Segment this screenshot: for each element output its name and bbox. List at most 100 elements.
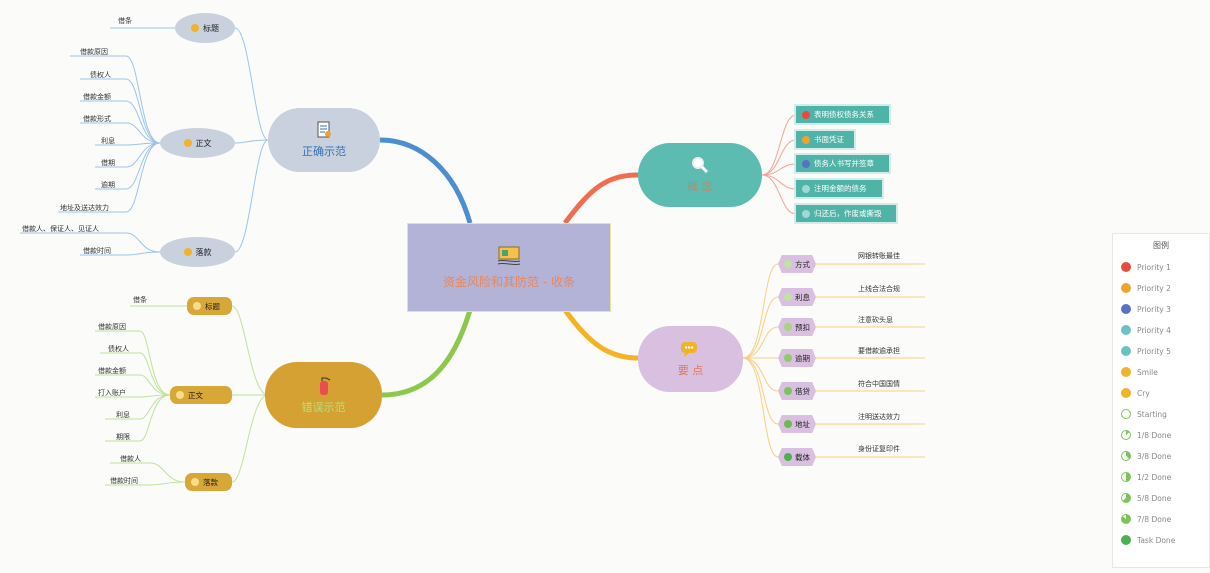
cry-icon [193,302,201,310]
five-eighths-done-icon [784,387,792,395]
points-text-6[interactable]: 身份证复印件 [858,445,900,453]
branch-correct-node[interactable]: 正确示范 [268,108,380,172]
legend-item-priority-1: Priority 1 [1121,262,1171,272]
legend-item-smile: Smile [1121,367,1158,377]
concept-item-2[interactable]: 债务人书写并签章 [796,155,889,172]
priority-4-icon [1121,325,1131,335]
leaf-wrong-body-5[interactable]: 期限 [116,433,130,441]
leaf-correct-body-6[interactable]: 逾期 [101,181,115,189]
leaf-wrong-body-0[interactable]: 借款原因 [98,323,126,331]
leaf-correct-body-4[interactable]: 利息 [101,137,115,145]
wrong-sub-title[interactable]: 标题 [187,297,232,315]
legend-title: 图例 [1153,241,1169,250]
half-done-icon [784,354,792,362]
leaf-wrong-body-2[interactable]: 借款金额 [98,367,126,375]
smile-icon [183,139,192,147]
points-text-1[interactable]: 上线合法合规 [858,285,900,293]
points-tag-2[interactable]: 预扣 [778,318,816,336]
leaf-correct-title-0[interactable]: 借条 [118,17,132,25]
leaf-correct-body-2[interactable]: 借款金额 [83,93,111,101]
legend-item-3-8-done: 3/8 Done [1121,451,1171,461]
points-text-3[interactable]: 要借款逾承担 [858,347,900,355]
priority-1-icon [1121,262,1131,272]
priority-2-icon [1121,283,1131,293]
leaf-correct-sign-0[interactable]: 借款人、保证人、见证人 [22,225,99,233]
branch-wrong-label: 错误示范 [301,401,346,414]
correct-sub-body[interactable]: 正文 [160,128,235,158]
smile-icon [191,24,199,32]
legend-item-1-8-done: 1/8 Done [1121,430,1171,440]
starting-icon [1121,409,1131,419]
points-tag-0[interactable]: 方式 [778,255,816,273]
seven-eighths-done-icon [784,420,792,428]
branch-correct-label: 正确示范 [302,145,346,158]
points-tag-4[interactable]: 借贷 [778,382,816,400]
concept-item-3[interactable]: 注明金额的债务 [796,180,882,197]
points-text-0[interactable]: 网银转账最佳 [858,252,900,260]
branch-concept-node[interactable]: 概 念 [638,143,762,207]
task-done-icon [1121,535,1131,545]
three-eighths-done-icon [1121,451,1131,461]
leaf-wrong-body-3[interactable]: 打入账户 [98,389,126,397]
one-eighth-done-icon [784,293,792,301]
legend-item-priority-2: Priority 2 [1121,283,1171,293]
points-text-5[interactable]: 注明送达效力 [858,413,900,421]
leaf-correct-body-7[interactable]: 地址及送达效力 [60,204,109,212]
leaf-correct-body-1[interactable]: 债权人 [90,71,111,79]
money-icon [497,246,521,266]
concept-item-0[interactable]: 表明债权债务关系 [796,106,889,123]
seven-eighths-done-icon [1121,514,1131,524]
magnifier-icon [692,157,709,174]
priority-1-icon [802,110,810,119]
points-text-2[interactable]: 注意砍头息 [858,316,893,324]
correct-sub-title[interactable]: 标题 [175,13,235,43]
central-topic[interactable]: 资金风险和其防范 - 收条 [407,223,611,312]
half-done-icon [1121,472,1131,482]
concept-item-1[interactable]: 书面凭证 [796,131,854,148]
one-eighth-done-icon [1121,430,1131,440]
starting-icon [784,260,792,268]
legend-item-starting: Starting [1121,409,1167,419]
leaf-wrong-body-1[interactable]: 债权人 [108,345,129,353]
smile-icon [1121,367,1131,377]
wrong-sub-body[interactable]: 正文 [170,386,232,404]
legend-item-cry: Cry [1121,388,1150,398]
branch-wrong-node[interactable]: 错误示范 [265,362,382,428]
legend-item-priority-3: Priority 3 [1121,304,1171,314]
legend-panel: 图例 Priority 1 Priority 2 Priority 3 Prio… [1112,233,1210,568]
branch-points-label: 要 点 [677,364,704,377]
wrong-sub-signature[interactable]: 落款 [185,473,232,491]
five-eighths-done-icon [1121,493,1131,503]
leaf-correct-body-5[interactable]: 借期 [101,159,115,167]
leaf-wrong-sign-0[interactable]: 借款人 [120,455,141,463]
correct-sub-signature[interactable]: 落款 [160,237,235,267]
leaf-wrong-title-0[interactable]: 借条 [133,296,147,304]
leaf-wrong-body-4[interactable]: 利息 [116,411,130,419]
leaf-correct-sign-1[interactable]: 借款时间 [83,247,111,255]
legend-item-task-done: Task Done [1121,535,1175,545]
three-eighths-done-icon [784,323,792,331]
task-done-icon [784,453,792,461]
fire-extinguisher-icon [319,377,330,395]
priority-3-icon [802,159,810,168]
priority-4-icon [802,184,810,193]
points-tag-6[interactable]: 载体 [778,448,816,466]
priority-5-icon [1121,346,1131,356]
legend-item-priority-5: Priority 5 [1121,346,1171,356]
leaf-correct-body-3[interactable]: 借款形式 [83,115,111,123]
cry-icon [191,478,199,486]
leaf-correct-body-0[interactable]: 借款原因 [80,48,108,56]
leaf-wrong-sign-1[interactable]: 借款时间 [110,477,138,485]
cry-icon [1121,388,1131,398]
points-tag-1[interactable]: 利息 [778,288,816,306]
branch-points-node[interactable]: 要 点 [638,326,743,392]
legend-item-1-2-done: 1/2 Done [1121,472,1171,482]
branch-concept-label: 概 念 [687,180,713,193]
points-text-4[interactable]: 符合中国国情 [858,380,900,388]
points-tag-3[interactable]: 逾期 [778,349,816,367]
priority-2-icon [802,135,810,144]
legend-item-5-8-done: 5/8 Done [1121,493,1171,503]
concept-item-4[interactable]: 归还后，作废或撕毁 [796,205,896,222]
points-tag-5[interactable]: 地址 [778,415,816,433]
